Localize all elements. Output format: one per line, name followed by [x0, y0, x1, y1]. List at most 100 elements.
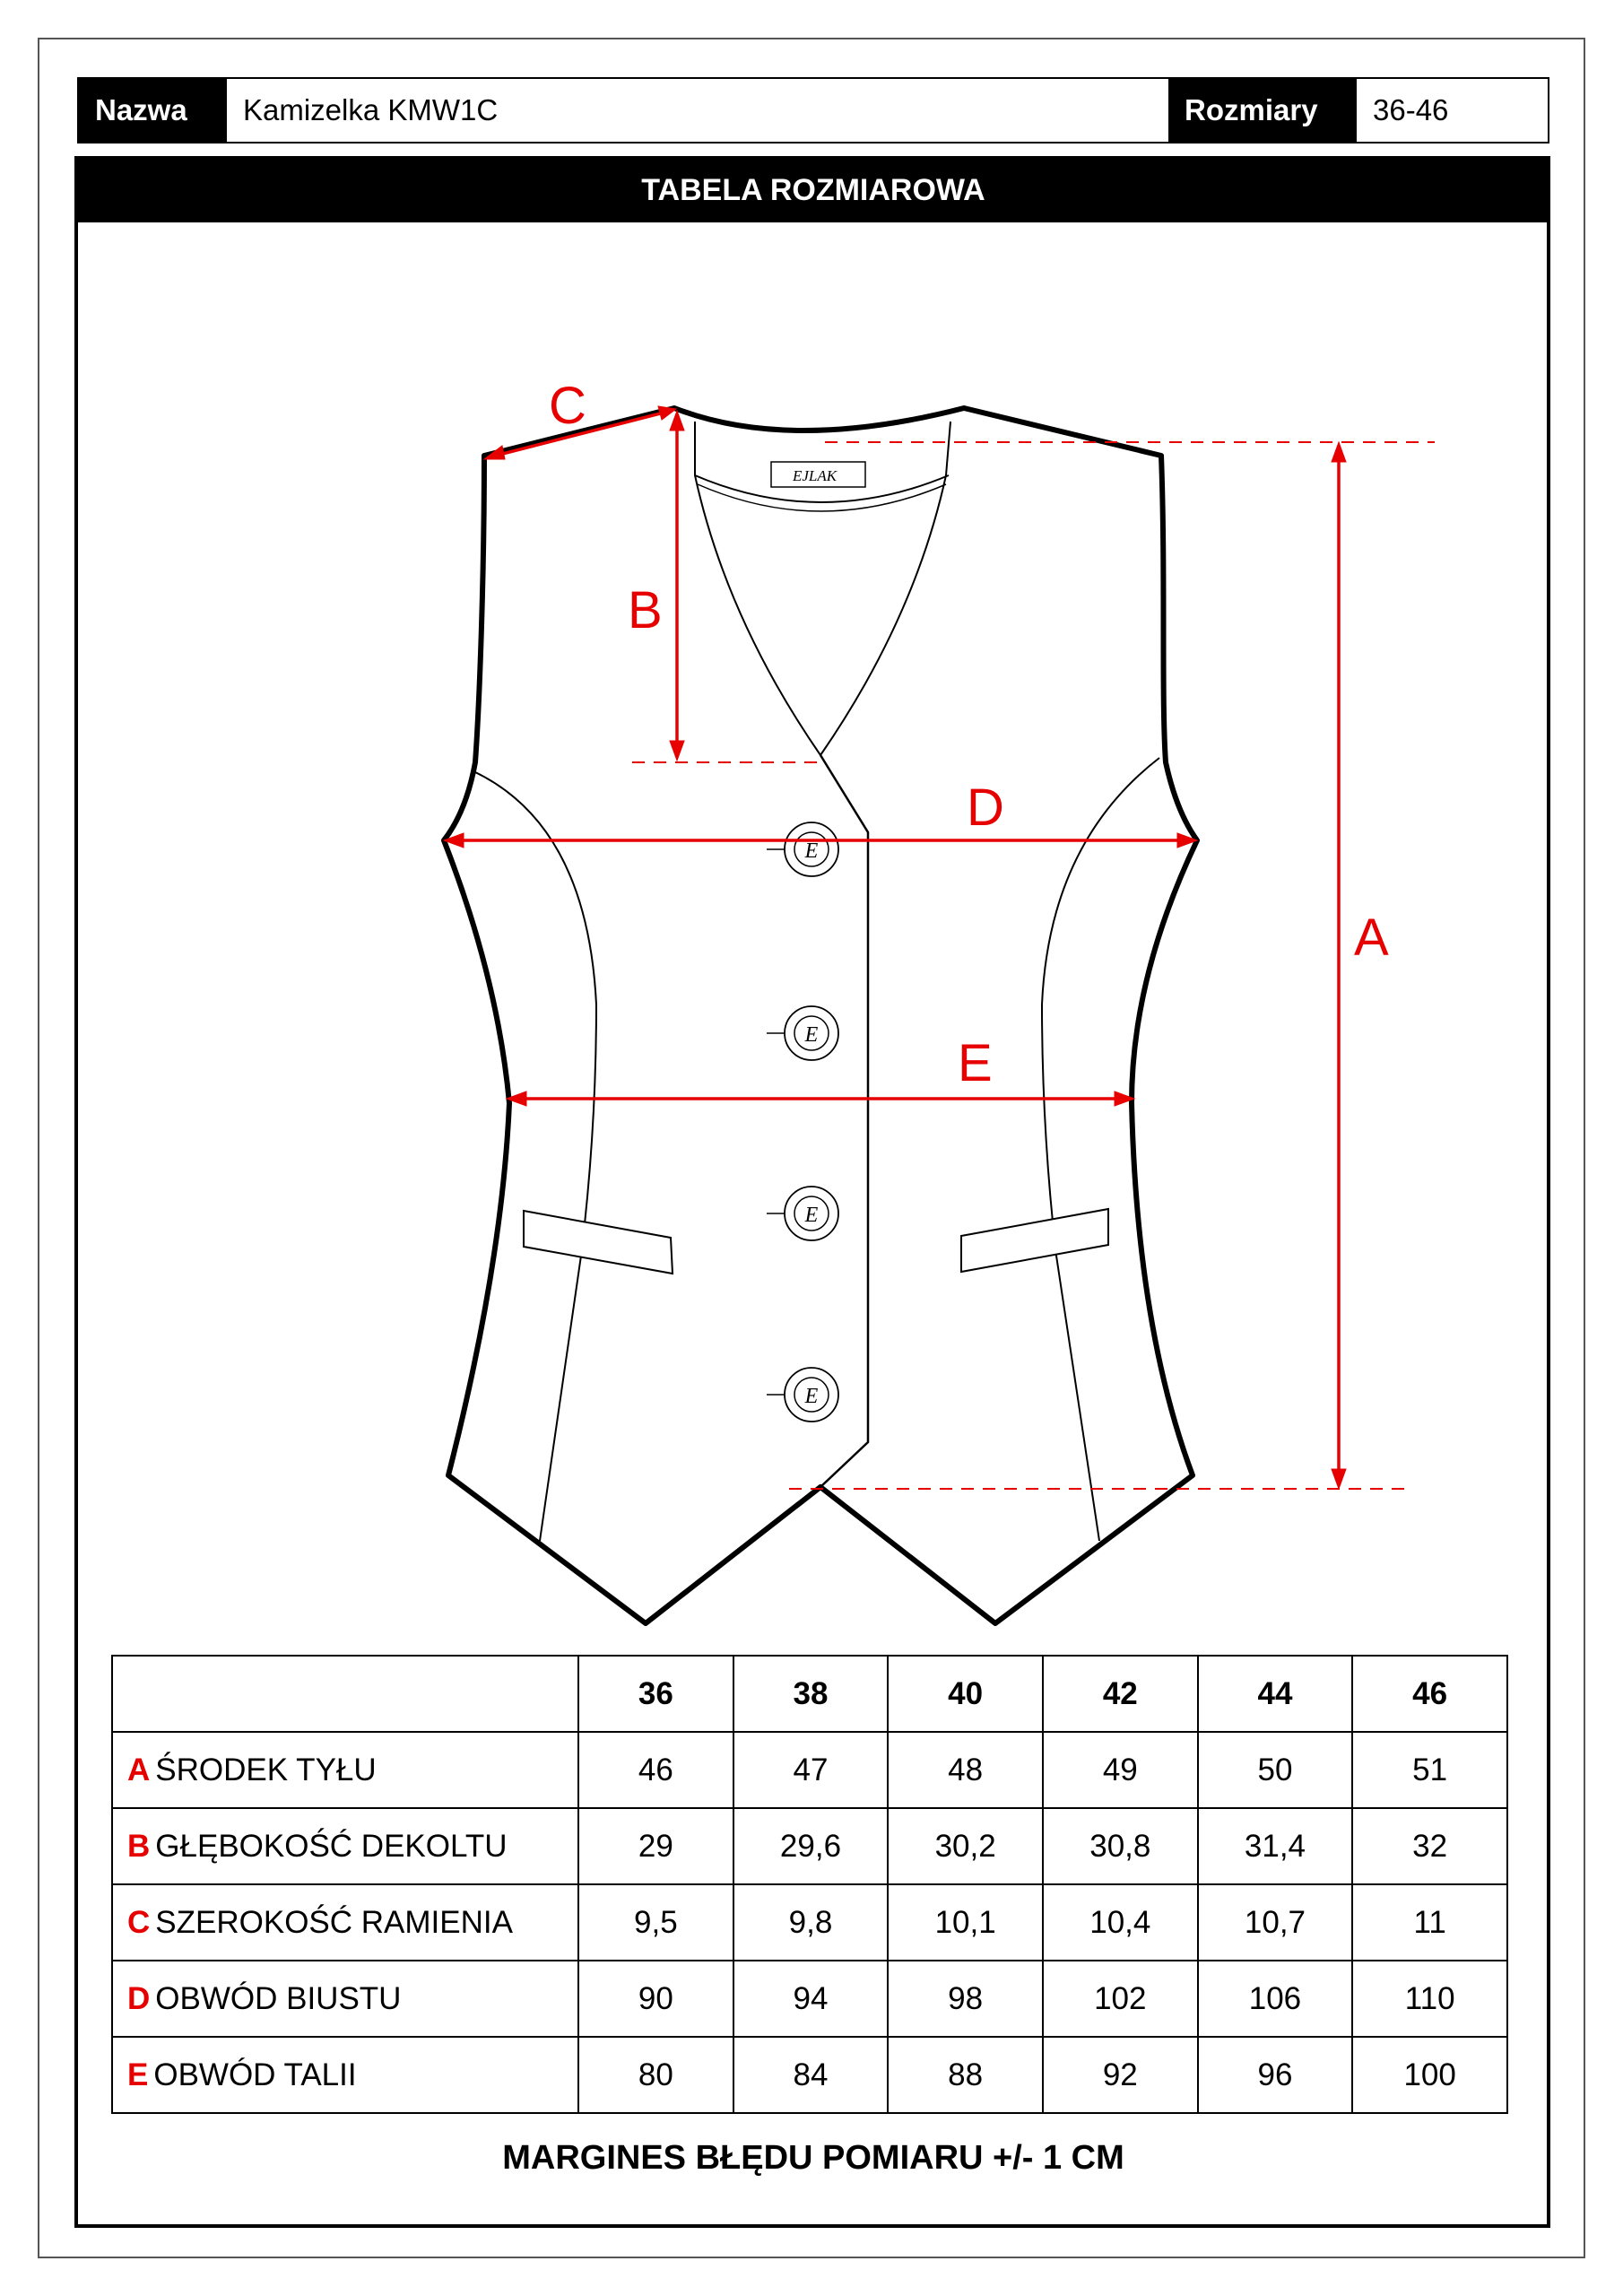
- table-header-row: 36 38 40 42 44 46: [111, 1655, 1508, 1733]
- table-cell: 100: [1351, 2036, 1508, 2114]
- button: [767, 1367, 839, 1422]
- brand-label-text: EJLAK: [792, 467, 838, 484]
- table-cell: 48: [887, 1731, 1044, 1809]
- size-chart-title: TABELA ROZMIAROWA: [77, 158, 1549, 222]
- measure-e-arrow: [505, 1091, 527, 1107]
- button-mark: E: [804, 1204, 819, 1227]
- vest-diagram: A B C D E EJLAK E E E E: [441, 377, 1435, 1626]
- size-header: 40: [887, 1655, 1044, 1733]
- button: [767, 822, 839, 877]
- row-label-text: ŚRODEK TYŁU: [155, 1752, 377, 1787]
- table-cell: 11: [1351, 1883, 1508, 1961]
- measure-c-arrow: [657, 405, 678, 421]
- button-mark: E: [804, 1023, 819, 1047]
- row-letter: C: [127, 1904, 151, 1940]
- button-mark: E: [804, 1385, 819, 1408]
- table-cell: 9,5: [577, 1883, 734, 1961]
- left-pocket: [523, 1209, 674, 1275]
- row-letter: A: [127, 1752, 151, 1787]
- size-header: 42: [1041, 1655, 1199, 1733]
- table-cell: 92: [1041, 2036, 1199, 2114]
- measure-a-label: A: [1354, 909, 1389, 967]
- table-cell: 32: [1351, 1807, 1508, 1885]
- table-cell: 10,7: [1196, 1883, 1354, 1961]
- measure-a-arrow: [1331, 440, 1347, 463]
- table-cell: 50: [1196, 1731, 1354, 1809]
- size-header: 46: [1351, 1655, 1508, 1733]
- table-cell: 84: [732, 2036, 890, 2114]
- right-pocket: [960, 1207, 1109, 1274]
- table-cell: 47: [732, 1731, 890, 1809]
- size-header: 36: [577, 1655, 734, 1733]
- row-letter: D: [127, 1980, 151, 2016]
- button: [767, 1005, 839, 1061]
- sizes-value: 36-46: [1357, 79, 1548, 142]
- row-letter: B: [127, 1828, 151, 1864]
- measure-e-label: E: [958, 1034, 993, 1092]
- table-cell: 102: [1041, 1960, 1199, 2038]
- table-cell: 98: [887, 1960, 1044, 2038]
- table-cell: 30,8: [1041, 1807, 1199, 1885]
- measure-b-arrow: [669, 740, 685, 762]
- table-cell: 46: [577, 1731, 734, 1809]
- row-label-text: OBWÓD TALII: [153, 2057, 357, 2092]
- table-cell: 49: [1041, 1731, 1199, 1809]
- measure-c-label: C: [549, 377, 586, 435]
- measurement-tolerance-note: MARGINES BŁĘDU POMIARU +/- 1 CM: [502, 2139, 1124, 2177]
- measure-d-arrow: [442, 832, 464, 848]
- measure-c-arrow: [482, 445, 506, 460]
- left-princess-seam: [473, 770, 598, 1542]
- sizes-label: Rozmiary: [1168, 79, 1357, 142]
- size-header: 38: [732, 1655, 890, 1733]
- table-corner: [111, 1655, 579, 1733]
- table-cell: 90: [577, 1960, 734, 2038]
- table-cell: 10,1: [887, 1883, 1044, 1961]
- back-neck-seam-2: [697, 483, 947, 512]
- table-cell: 31,4: [1196, 1807, 1354, 1885]
- table-cell: 88: [887, 2036, 1044, 2114]
- table-cell: 96: [1196, 2036, 1354, 2114]
- table-cell: 30,2: [887, 1807, 1044, 1885]
- table-cell: 80: [577, 2036, 734, 2114]
- row-label-text: OBWÓD BIUSTU: [155, 1980, 402, 2016]
- brand-label: [770, 461, 866, 488]
- measure-c-line: [488, 409, 672, 459]
- row-label-text: GŁĘBOKOŚĆ DEKOLTU: [155, 1828, 508, 1864]
- measure-d-label: D: [967, 778, 1004, 837]
- front-edge: [819, 754, 870, 1488]
- table-cell: 94: [732, 1960, 890, 2038]
- measure-b-label: B: [628, 581, 663, 639]
- button-mark: E: [804, 839, 819, 863]
- back-neck-seam: [694, 474, 950, 503]
- table-cell: 10,4: [1041, 1883, 1199, 1961]
- name-label: Nazwa: [79, 79, 227, 142]
- measure-d-arrow: [1176, 832, 1199, 848]
- size-header: 44: [1196, 1655, 1354, 1733]
- page-border: [38, 38, 1585, 2258]
- product-header: Nazwa Kamizelka KMW1C Rozmiary 36-46: [77, 77, 1549, 144]
- name-value: Kamizelka KMW1C: [227, 79, 1168, 142]
- right-princess-seam: [1040, 757, 1160, 1542]
- table-cell: 29,6: [732, 1807, 890, 1885]
- measure-e-arrow: [1114, 1091, 1136, 1107]
- table-cell: 110: [1351, 1960, 1508, 2038]
- measure-b-arrow: [669, 409, 685, 431]
- button: [767, 1186, 839, 1241]
- table-cell: 106: [1196, 1960, 1354, 2038]
- row-letter: E: [127, 2057, 149, 2092]
- table-cell: 29: [577, 1807, 734, 1885]
- table-cell: 51: [1351, 1731, 1508, 1809]
- measure-a-arrow: [1331, 1468, 1347, 1491]
- row-label-text: SZEROKOŚĆ RAMIENIA: [155, 1904, 513, 1940]
